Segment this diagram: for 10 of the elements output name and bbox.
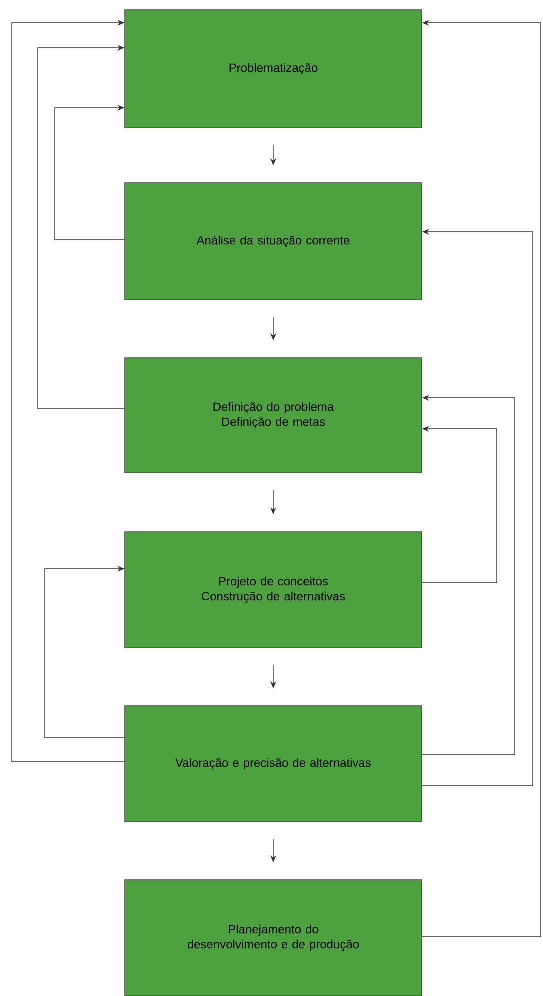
process-box: Definição do problema Definição de metas	[124, 358, 422, 474]
arrow	[54, 104, 125, 240]
process-box: Projeto de conceitos Construção de alternativas	[124, 532, 422, 648]
process-box: Valoração e precisão de alternativas	[124, 706, 422, 822]
process-box: Planejamento do desenvolvimento e de produção	[124, 880, 422, 996]
process-box: Análise da situação corrente	[124, 182, 422, 300]
process-box: Problematização	[124, 10, 422, 128]
arrow	[44, 566, 125, 738]
arrow	[38, 44, 125, 410]
arrow	[12, 20, 125, 762]
